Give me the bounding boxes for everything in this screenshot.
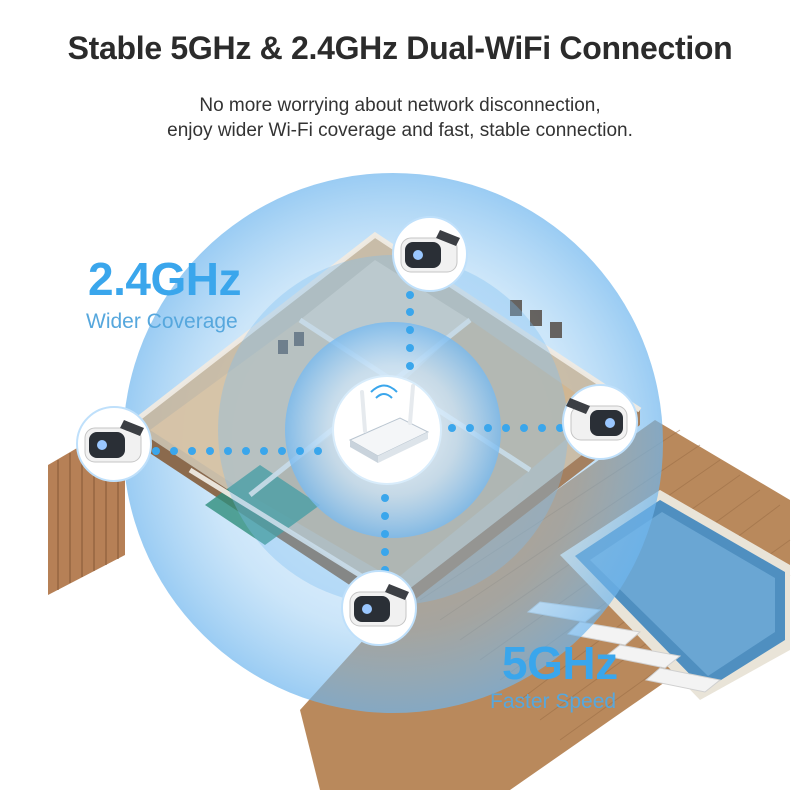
router-icon [332, 375, 442, 485]
camera-icon [76, 406, 152, 482]
page-title: Stable 5GHz & 2.4GHz Dual-WiFi Connectio… [67, 30, 733, 66]
subtitle-line-2: enjoy wider Wi-Fi coverage and fast, sta… [167, 120, 633, 141]
band-5ghz-name: 5GHz [502, 637, 618, 689]
camera-icon [562, 384, 638, 460]
subtitle-line-1: No more worrying about network disconnec… [199, 95, 601, 116]
camera-icon [341, 570, 417, 646]
band-24ghz-name: 2.4GHz [88, 253, 241, 305]
band-24ghz-label: Wider Coverage [86, 310, 238, 333]
camera-icon [392, 216, 468, 292]
band-5ghz-label: Faster Speed [490, 690, 617, 713]
